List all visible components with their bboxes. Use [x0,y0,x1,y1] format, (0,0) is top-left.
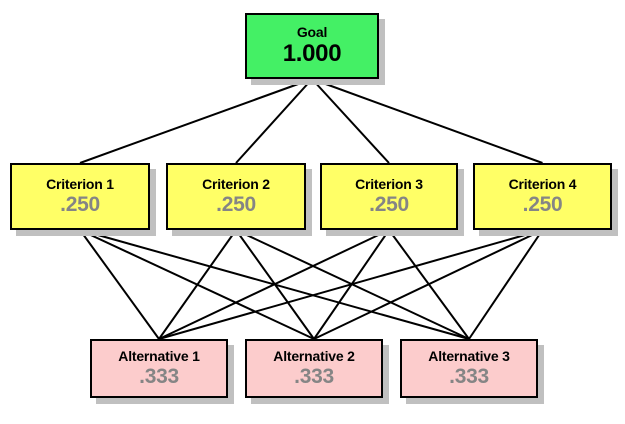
node-value: .250 [369,193,409,217]
node-label: Criterion 1 [46,175,114,192]
node-value: .250 [522,193,563,217]
node-label: Criterion 3 [355,175,423,192]
edge-4 [79,229,160,340]
node-label: Goal [296,23,328,40]
edge-14 [313,229,543,340]
edge-15 [468,229,544,340]
edge-0 [79,78,313,164]
edge-5 [79,229,315,340]
edge-3 [311,78,543,164]
node-label: Alternative 2 [273,347,355,364]
edge-8 [235,229,315,340]
node-criteria-2[interactable]: Criterion 3.250 [320,163,458,230]
node-value: .333 [139,365,179,389]
node-label: Alternative 1 [118,347,200,364]
edge-6 [79,229,470,340]
node-criteria-3[interactable]: Criterion 4.250 [473,163,612,230]
node-alternatives-2[interactable]: Alternative 3.333 [400,339,538,398]
edge-7 [158,229,237,340]
node-value: .333 [449,365,489,389]
node-alternatives-0[interactable]: Alternative 1.333 [90,339,228,398]
edge-12 [388,229,470,340]
edge-9 [235,229,470,340]
node-value: 1.000 [282,40,342,67]
edge-2 [311,78,390,164]
edge-1 [235,78,313,164]
node-value: .333 [294,365,334,389]
node-criteria-0[interactable]: Criterion 1.250 [10,163,150,230]
edge-13 [158,229,543,340]
edge-11 [313,229,390,340]
node-criteria-1[interactable]: Criterion 2.250 [166,163,306,230]
node-value: .250 [60,193,100,217]
node-alternatives-1[interactable]: Alternative 2.333 [245,339,383,398]
edge-10 [158,229,390,340]
node-label: Criterion 2 [202,175,270,192]
node-value: .250 [216,193,256,217]
node-label: Criterion 4 [508,175,577,192]
node-label: Alternative 3 [428,347,510,364]
